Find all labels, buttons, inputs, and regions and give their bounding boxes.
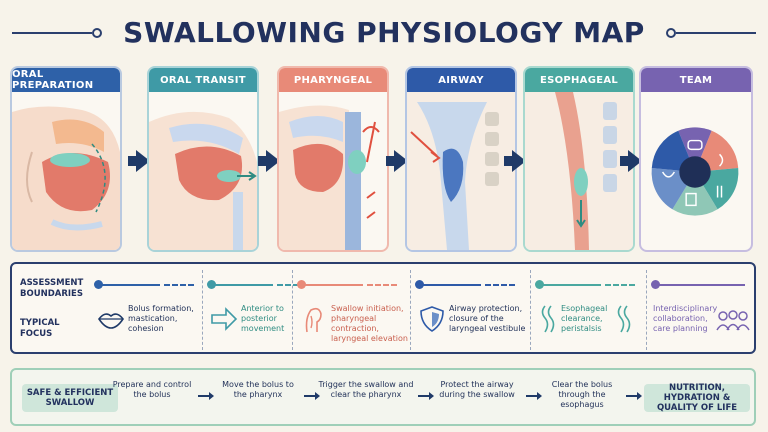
panel-header: TEAM bbox=[641, 68, 751, 92]
focus-column-airway: Airway protection, closure of the laryng… bbox=[410, 270, 528, 350]
flow-summary-strip: SAFE & EFFICIENT SWALLOW Prepare and con… bbox=[10, 368, 756, 426]
flow-step: Protect the airway during the swallow bbox=[439, 380, 515, 399]
panel-oral-preparation: ORAL PREPARATION bbox=[10, 66, 122, 252]
shield-icon bbox=[420, 306, 444, 332]
title-rule-left bbox=[12, 32, 92, 34]
panel-header: ORAL TRANSIT bbox=[149, 68, 257, 92]
flow-arrow bbox=[386, 150, 408, 172]
panel-pharyngeal: PHARYNGEAL bbox=[277, 66, 389, 252]
boundary-line bbox=[419, 284, 481, 286]
flow-step: Move the bolus to the pharynx bbox=[222, 380, 294, 399]
step-arrow bbox=[526, 392, 542, 400]
page-title: SWALLOWING PHYSIOLOGY MAP bbox=[123, 15, 645, 49]
focus-column-oral-preparation: Bolus formation, mastication, cohesion bbox=[90, 270, 208, 350]
people-icon bbox=[716, 310, 750, 331]
assessment-boundaries-label: ASSESSMENT BOUNDARIES bbox=[20, 278, 84, 299]
flow-arrow bbox=[258, 150, 280, 172]
boundary-dash bbox=[164, 284, 194, 286]
boundary-dash bbox=[367, 284, 397, 286]
title-row: SWALLOWING PHYSIOLOGY MAP bbox=[0, 0, 768, 64]
focus-column-esophageal: Esophageal clearance, peristalsis bbox=[530, 270, 648, 350]
panel-esophageal: ESOPHAGEAL bbox=[523, 66, 635, 252]
flow-step: Clear the bolus through the esophagus bbox=[551, 380, 613, 409]
focus-text: Interdisciplinary collaboration, care pl… bbox=[653, 304, 718, 333]
flow-step: Trigger the swallow and clear the pharyn… bbox=[318, 380, 414, 399]
oral-preparation-illustration bbox=[12, 106, 120, 250]
start-pill: SAFE & EFFICIENT SWALLOW bbox=[22, 384, 118, 412]
flow-arrow bbox=[128, 150, 150, 172]
title-dot-right bbox=[666, 28, 676, 38]
step-arrow bbox=[418, 392, 434, 400]
end-pill: NUTRITION, HYDRATION & QUALITY OF LIFE bbox=[644, 383, 750, 413]
boundary-line bbox=[98, 284, 160, 286]
panel-airway: AIRWAY bbox=[405, 66, 517, 252]
panel-oral-transit: ORAL TRANSIT bbox=[147, 66, 259, 252]
boundary-line bbox=[539, 284, 601, 286]
boundary-dash bbox=[605, 284, 635, 286]
focus-text: Airway protection, closure of the laryng… bbox=[449, 304, 526, 333]
panel-header: PHARYNGEAL bbox=[279, 68, 387, 92]
flow-arrow bbox=[620, 150, 642, 172]
panel-header: ORAL PREPARATION bbox=[12, 68, 120, 92]
focus-column-pharyngeal: Swallow initiation, pharyngeal contracti… bbox=[292, 270, 410, 350]
focus-text: Esophageal clearance, peristalsis bbox=[561, 304, 608, 333]
arrow-outline-icon bbox=[211, 307, 238, 331]
wave-icon-right bbox=[617, 305, 631, 333]
assessment-band: ASSESSMENT BOUNDARIES TYPICAL FOCUS Bolu… bbox=[10, 262, 756, 354]
boundary-line bbox=[301, 284, 363, 286]
wave-icon bbox=[541, 305, 555, 333]
boundary-line bbox=[211, 284, 273, 286]
team-wheel bbox=[651, 127, 739, 216]
title-rule-right bbox=[676, 32, 756, 34]
pharyngeal-illustration bbox=[279, 105, 380, 250]
flow-arrow bbox=[504, 150, 526, 172]
airway-illustration bbox=[407, 92, 515, 250]
boundary-line bbox=[655, 284, 745, 286]
panel-team: TEAM bbox=[639, 66, 753, 252]
panel-header: ESOPHAGEAL bbox=[525, 68, 633, 92]
boundary-dash bbox=[485, 284, 515, 286]
flow-step: Prepare and control the bolus bbox=[112, 380, 192, 399]
focus-column-team: Interdisciplinary collaboration, care pl… bbox=[646, 270, 754, 350]
throat-icon bbox=[305, 307, 322, 333]
lips-icon bbox=[98, 313, 124, 329]
oral-transit-illustration bbox=[149, 111, 257, 250]
focus-text: Bolus formation, mastication, cohesion bbox=[128, 304, 194, 333]
step-arrow bbox=[198, 392, 214, 400]
title-dot-left bbox=[92, 28, 102, 38]
esophageal-illustration bbox=[525, 92, 633, 250]
focus-text: Anterior to posterior movement bbox=[241, 304, 285, 333]
step-arrow bbox=[304, 392, 320, 400]
panel-header: AIRWAY bbox=[407, 68, 515, 92]
focus-text: Swallow initiation, pharyngeal contracti… bbox=[331, 304, 408, 343]
step-arrow bbox=[626, 392, 642, 400]
typical-focus-label: TYPICAL FOCUS bbox=[20, 318, 60, 339]
